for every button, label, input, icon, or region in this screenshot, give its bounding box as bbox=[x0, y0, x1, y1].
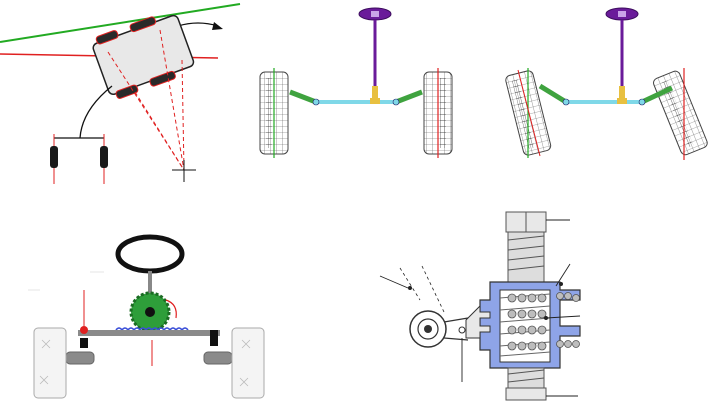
vehicle-body bbox=[92, 14, 195, 99]
green-reference-line bbox=[0, 3, 241, 43]
recirculating-balls bbox=[507, 292, 580, 351]
pinion-gear bbox=[129, 291, 171, 333]
rack-and-pinion-panel bbox=[28, 234, 265, 399]
ackermann-geometry-panel bbox=[0, 3, 241, 184]
rack-bar bbox=[78, 330, 220, 336]
arrowhead-icon bbox=[212, 22, 223, 30]
left-steering-arm bbox=[538, 83, 568, 105]
right-knuckle bbox=[203, 351, 233, 365]
rotation-arrow bbox=[165, 299, 177, 319]
steering-wheel-icon bbox=[115, 234, 185, 274]
connector-curve bbox=[79, 85, 113, 139]
turn-direction-arrow bbox=[177, 22, 219, 27]
steering-box bbox=[372, 86, 378, 98]
sector-gear bbox=[465, 304, 491, 339]
left-steering-arm bbox=[289, 89, 317, 105]
linkage-straight-panel bbox=[259, 7, 453, 158]
linkage-turned-panel bbox=[505, 7, 708, 160]
left-knuckle bbox=[65, 351, 95, 365]
left-wheel bbox=[33, 327, 67, 399]
right-wheel-turned bbox=[653, 70, 708, 156]
right-wheel bbox=[231, 327, 265, 399]
turning-center-marker bbox=[172, 160, 196, 182]
leader-lines bbox=[379, 219, 581, 397]
right-front-wheel bbox=[100, 146, 108, 168]
ackermann-construction-lines bbox=[107, 29, 185, 171]
steering-box bbox=[619, 86, 625, 98]
left-front-wheel bbox=[50, 146, 58, 168]
right-steering-arm bbox=[640, 85, 674, 105]
right-steering-arm bbox=[395, 89, 423, 105]
recirculating-ball-panel bbox=[379, 211, 581, 401]
